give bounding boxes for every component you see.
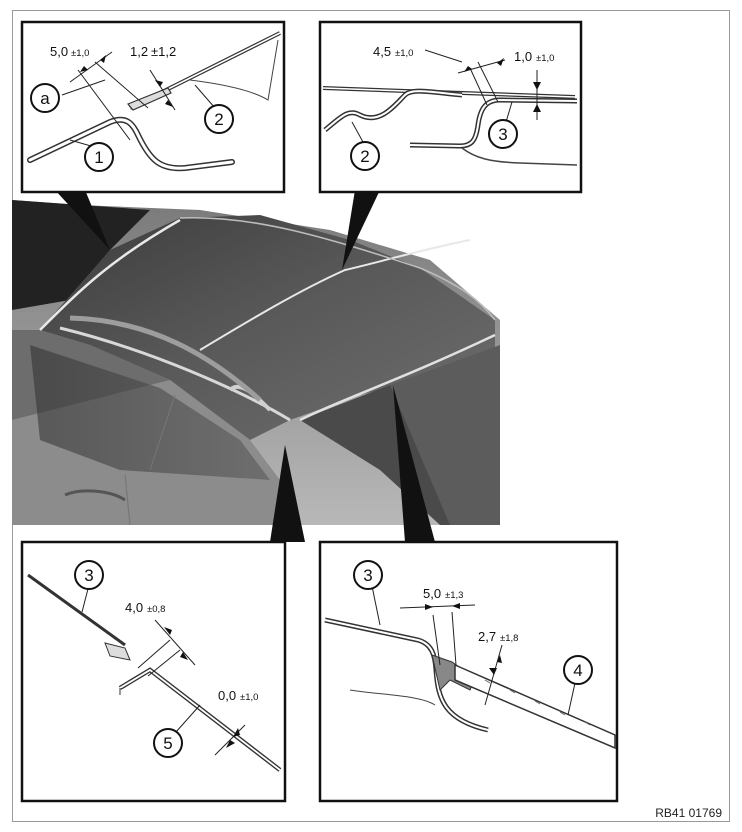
detail-panel-bottom-right: 5,0 ±1,3 2,7 ±1,8 3 4 <box>318 540 619 803</box>
callout-3: 3 <box>498 125 507 144</box>
dimension-label: 5,0 <box>50 44 68 59</box>
dimension-tolerance: ±1,8 <box>500 633 518 644</box>
dimension-tolerance: ±1,2 <box>151 44 176 59</box>
dimension-label: 1,0 <box>514 49 532 64</box>
dimension-tolerance: ±1,3 <box>445 590 463 601</box>
dimension-label: 1,2 <box>130 44 148 59</box>
car-roof-render <box>12 200 500 526</box>
detail-panel-bottom-left: 4,0 ±0,8 0,0 ±1,0 3 5 <box>20 540 287 803</box>
reference-code: RB41 01769 <box>655 806 722 820</box>
dimension-label: 4,5 <box>373 44 391 59</box>
callout-3: 3 <box>84 566 93 585</box>
callout-3: 3 <box>363 566 372 585</box>
callout-a: a <box>40 89 50 108</box>
callout-2: 2 <box>214 110 223 129</box>
detail-panel-top-left: 5,0 ±1,0 1,2 ±1,2 a 1 2 <box>20 20 286 194</box>
callout-1: 1 <box>94 148 103 167</box>
dimension-tolerance: ±1,0 <box>240 692 258 703</box>
detail-panel-top-right: 4,5 ±1,0 1,0 ±1,0 2 3 <box>318 20 583 194</box>
callout-4: 4 <box>573 661 582 680</box>
callout-2: 2 <box>360 147 369 166</box>
dimension-label: 0,0 <box>218 688 236 703</box>
dimension-label: 2,7 <box>478 629 496 644</box>
dimension-tolerance: ±0,8 <box>147 604 165 615</box>
dimension-tolerance: ±1,0 <box>71 48 89 59</box>
dimension-label: 4,0 <box>125 600 143 615</box>
detail-pointers <box>55 190 435 542</box>
dimension-label: 5,0 <box>423 586 441 601</box>
dimension-tolerance: ±1,0 <box>536 53 554 64</box>
dimension-tolerance: ±1,0 <box>395 48 413 59</box>
callout-5: 5 <box>163 734 172 753</box>
